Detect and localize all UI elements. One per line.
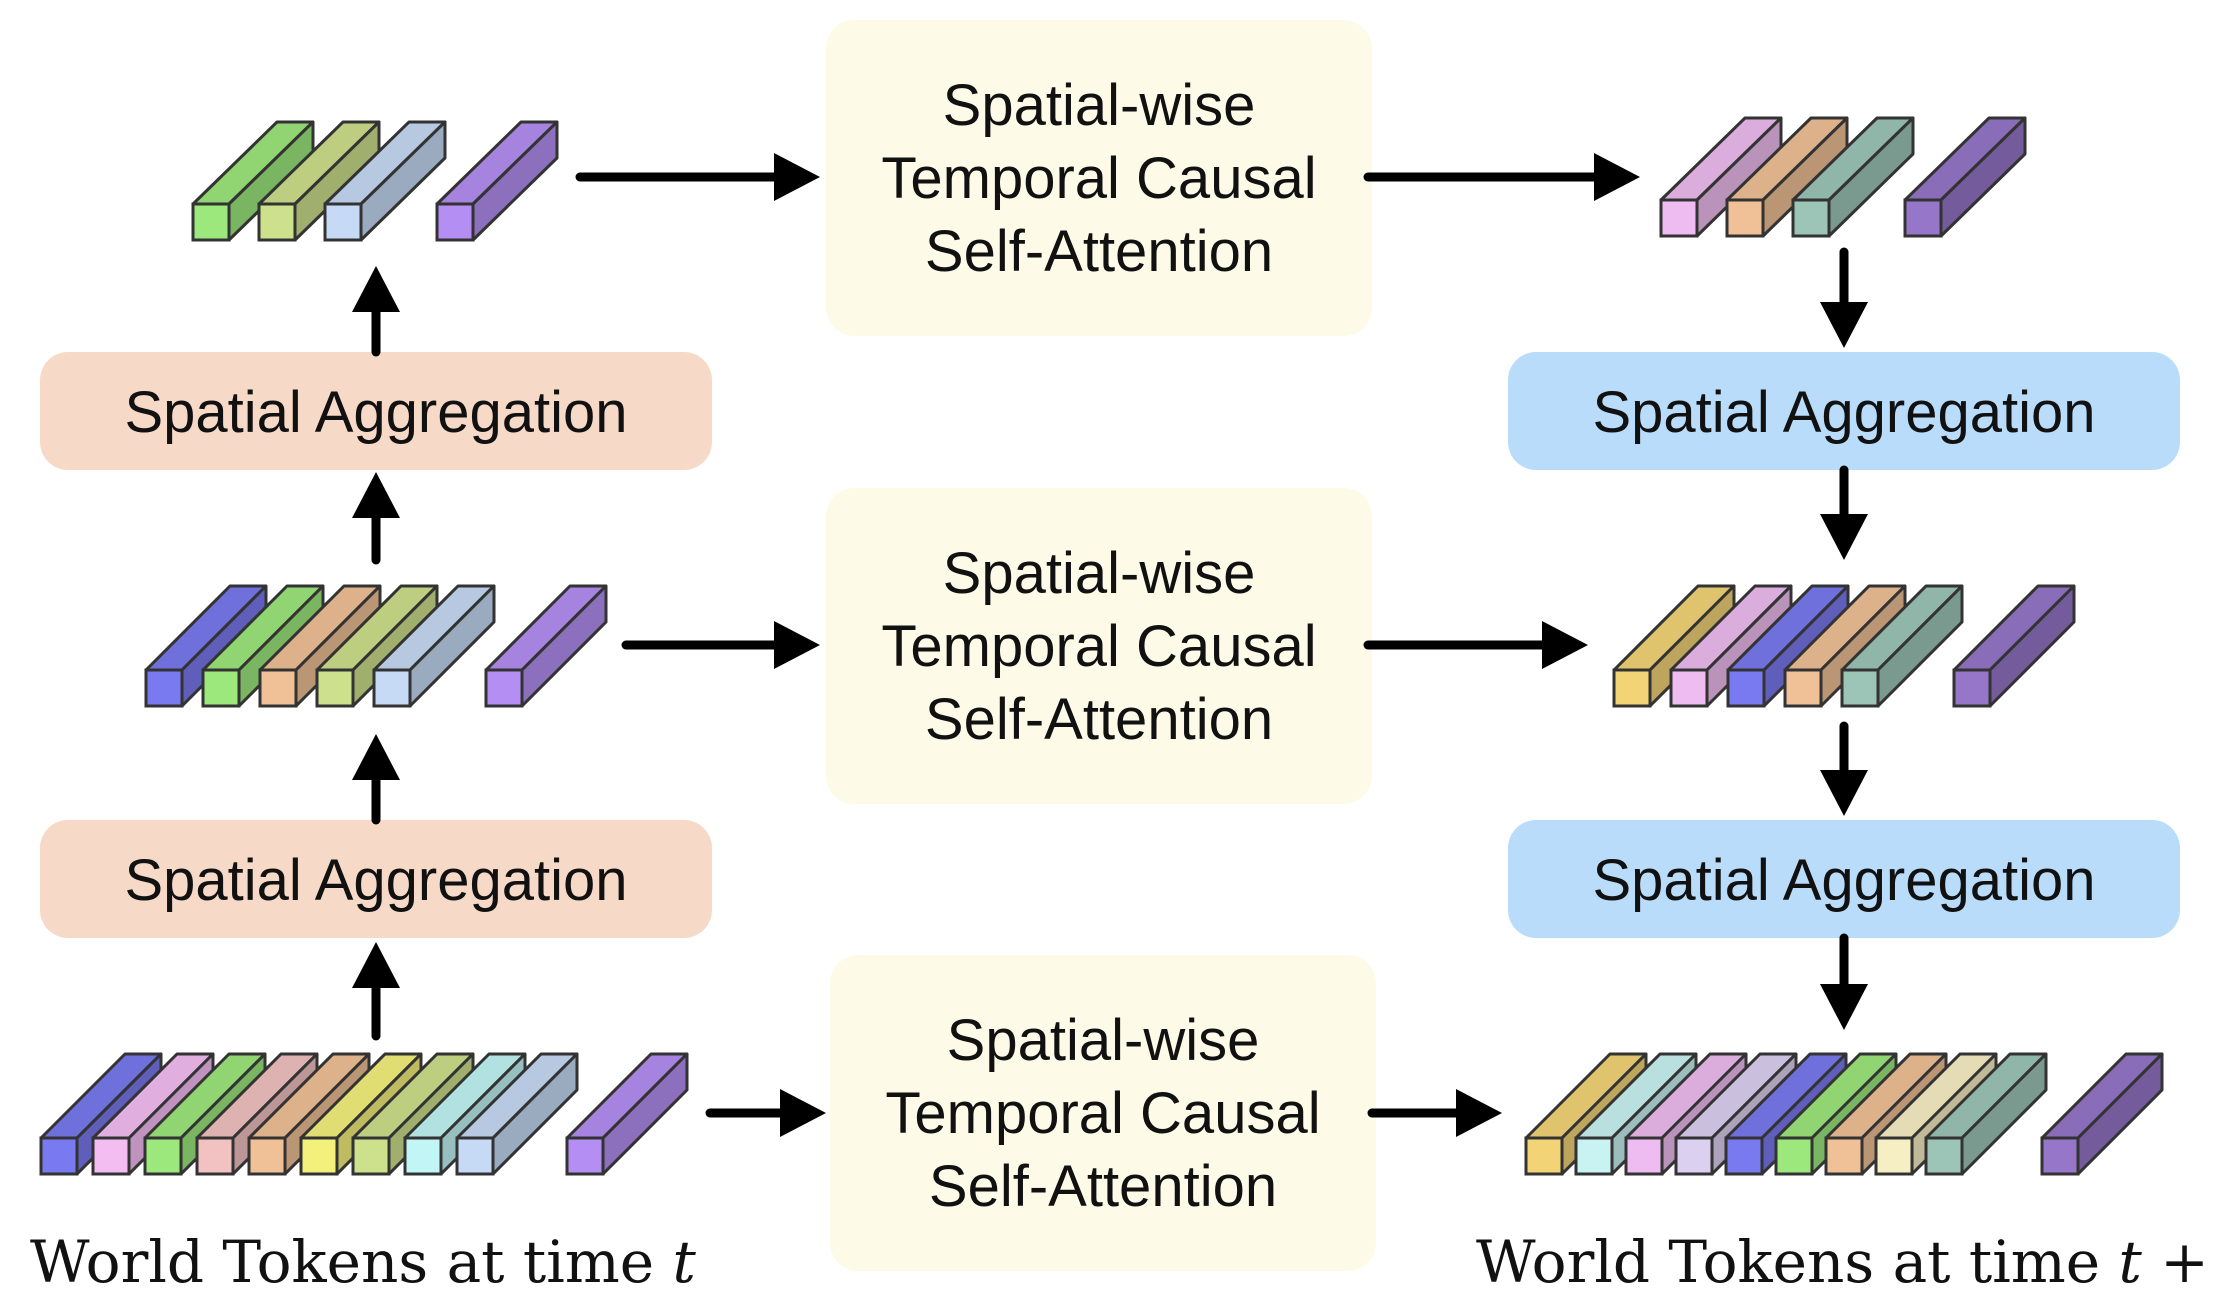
aggregation-right-upper: Spatial Aggregation <box>1508 352 2180 470</box>
world-token-left-top-0 <box>191 120 315 242</box>
attention-middle-line3: Self-Attention <box>925 687 1273 752</box>
arrow-right-agg-lower-down <box>1820 933 1868 1030</box>
caption-left-prefix: World Tokens at time <box>30 1228 673 1296</box>
world-token-left-bottom-9 <box>565 1052 689 1176</box>
arrow-attention-to-right-mid <box>1363 621 1588 669</box>
world-token-right-top-3 <box>1903 116 2027 238</box>
arrow-left-bottom-to-attention <box>705 1089 826 1137</box>
world-token-right-top-2 <box>1791 116 1915 238</box>
world-token-left-top-1 <box>257 120 381 242</box>
attention-middle-line2: Temporal Causal <box>881 614 1316 679</box>
arrow-attention-to-right-top <box>1363 153 1640 201</box>
caption-right-prefix: World Tokens at time <box>1476 1228 2119 1296</box>
attention-block-middle: Spatial-wise Temporal Causal Self-Attent… <box>826 488 1372 804</box>
attention-bottom-line1: Spatial-wise <box>947 1008 1260 1073</box>
aggregation-right-lower-label: Spatial Aggregation <box>1592 848 2095 913</box>
caption-right: World Tokens at time t + 1 <box>1476 1228 2218 1296</box>
aggregation-left-lower-bg <box>40 820 712 938</box>
aggregation-left-lower: Spatial Aggregation <box>40 820 712 938</box>
token-row-left-middle <box>144 584 608 708</box>
token-row-left-top <box>191 120 559 242</box>
world-token-left-top-3 <box>435 120 559 242</box>
arrow-left-agg-upper-up <box>352 266 400 357</box>
aggregation-right-lower: Spatial Aggregation <box>1508 820 2180 938</box>
attention-block-top-bg <box>826 20 1372 336</box>
world-token-left-top-2 <box>323 120 447 242</box>
token-row-right-middle <box>1612 584 2076 708</box>
arrow-attention-to-right-bottom <box>1367 1089 1502 1137</box>
aggregation-left-upper-label: Spatial Aggregation <box>124 380 627 445</box>
attention-bottom-line3: Self-Attention <box>929 1154 1277 1219</box>
world-token-right-mid-4 <box>1840 584 1964 708</box>
world-token-right-bottom-9 <box>2040 1052 2164 1176</box>
aggregation-left-lower-label: Spatial Aggregation <box>124 848 627 913</box>
world-token-right-bottom-8 <box>1924 1052 2048 1176</box>
world-token-left-bottom-8 <box>455 1052 579 1176</box>
attention-block-top: Spatial-wise Temporal Causal Self-Attent… <box>826 20 1372 336</box>
aggregation-left-upper-bg <box>40 352 712 470</box>
attention-top-line2: Temporal Causal <box>881 146 1316 211</box>
world-token-right-top-1 <box>1725 116 1849 238</box>
arrow-left-agg-lower-up <box>352 734 400 825</box>
world-token-left-mid-5 <box>484 584 608 708</box>
arrows <box>352 153 1868 1137</box>
arrow-left-bottom-up <box>352 942 400 1041</box>
arrow-left-top-to-attention <box>575 153 820 201</box>
caption-left-var: t <box>673 1228 697 1296</box>
attention-bottom-line2: Temporal Causal <box>885 1081 1320 1146</box>
world-token-right-mid-5 <box>1952 584 2076 708</box>
aggregation-right-upper-label: Spatial Aggregation <box>1592 380 2095 445</box>
arrow-left-mid-up <box>352 472 400 565</box>
aggregation-left-upper: Spatial Aggregation <box>40 352 712 470</box>
attention-block-bottom: Spatial-wise Temporal Causal Self-Attent… <box>830 955 1376 1271</box>
arrow-right-top-down <box>1820 247 1868 348</box>
token-row-right-bottom <box>1524 1052 2164 1176</box>
attention-top-line3: Self-Attention <box>925 219 1273 284</box>
attention-middle-line1: Spatial-wise <box>943 541 1256 606</box>
arrow-right-agg-upper-down <box>1820 465 1868 560</box>
attention-block-middle-bg <box>826 488 1372 804</box>
arrow-right-mid-down <box>1820 721 1868 816</box>
token-row-right-top <box>1659 116 2027 238</box>
aggregation-right-lower-bg <box>1508 820 2180 938</box>
world-token-left-mid-4 <box>372 584 496 708</box>
attention-block-bottom-bg <box>830 955 1376 1271</box>
attention-top-line1: Spatial-wise <box>943 73 1256 138</box>
aggregation-right-upper-bg <box>1508 352 2180 470</box>
arrow-left-mid-to-attention <box>621 621 820 669</box>
caption-right-var: t + 1 <box>2119 1228 2218 1296</box>
token-row-left-bottom <box>39 1052 689 1176</box>
caption-left: World Tokens at time t <box>30 1228 697 1296</box>
